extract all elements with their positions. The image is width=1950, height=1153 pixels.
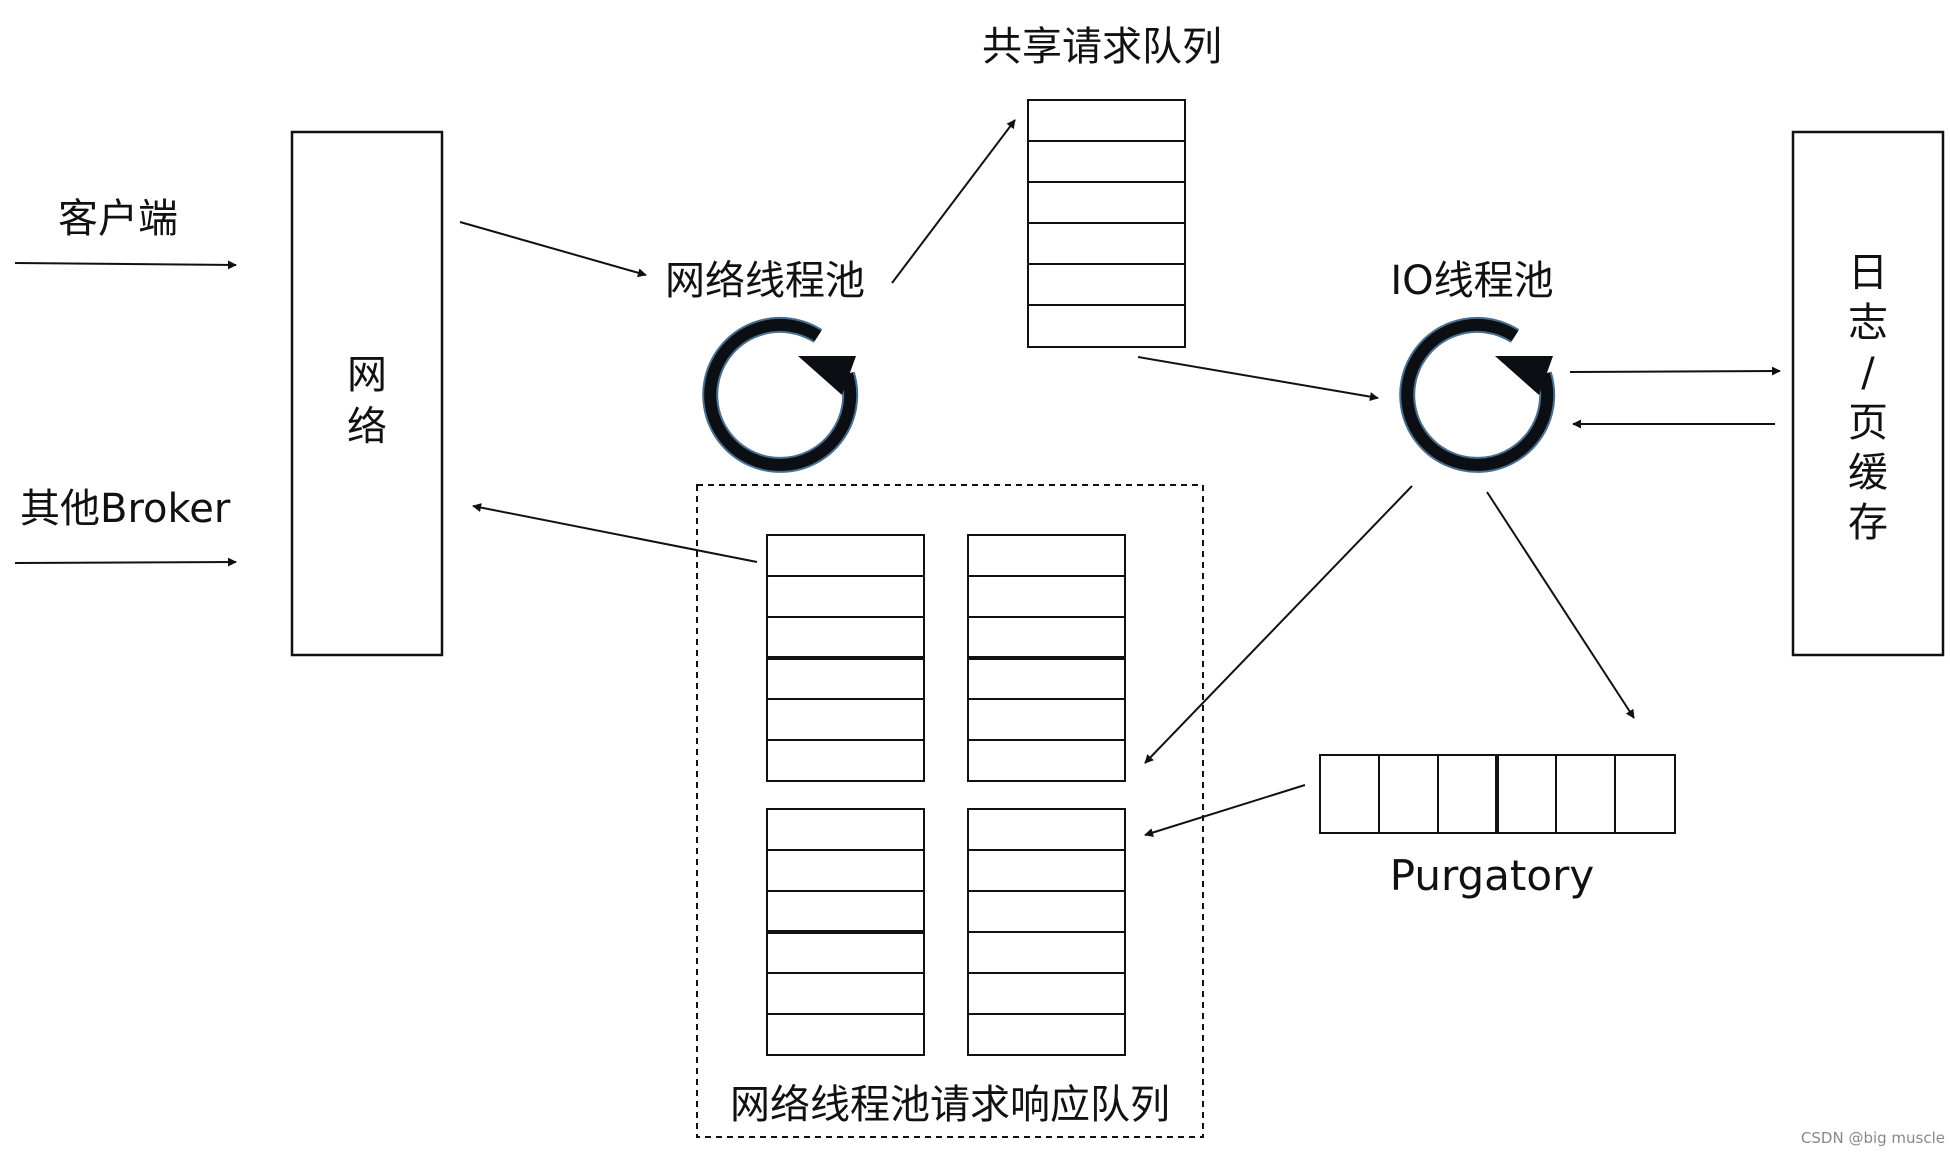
io-to-purgatory-arrow (1486, 491, 1635, 719)
response-queue-1 (766, 534, 925, 782)
response-queues-label: 网络线程池请求响应队列 (730, 1082, 1170, 1128)
purgatory-label: Purgatory (1390, 851, 1594, 900)
network-to-pool-arrow (459, 221, 647, 278)
client-label: 客户端 (58, 196, 178, 242)
log-cache-char-2: 志 (1848, 300, 1888, 346)
shared-queue-to-io-arrow (1137, 356, 1379, 402)
network-box: 网 络 (290, 130, 444, 657)
network-thread-pool-label: 网络线程池 (665, 258, 865, 304)
log-cache-char-5: 缓 (1848, 450, 1888, 496)
response-to-network-arrow (472, 503, 758, 563)
purgatory-to-response-queue-arrow (1144, 784, 1306, 837)
purgatory-queue (1319, 754, 1676, 834)
shared-request-queue-label: 共享请求队列 (982, 24, 1222, 70)
client-arrow (14, 260, 237, 270)
response-queue-3 (766, 808, 925, 1056)
io-pool-cycle-icon (1399, 316, 1556, 473)
other-broker-arrow (14, 557, 237, 567)
shared-request-queue (1027, 99, 1186, 348)
network-box-label-line1: 网 (347, 352, 387, 398)
watermark: CSDN @big muscle (1801, 1129, 1945, 1147)
io-thread-pool-label: IO线程池 (1390, 258, 1553, 304)
pool-to-shared-queue-arrow (891, 119, 1016, 284)
io-to-response-queue-arrow (1144, 485, 1413, 764)
response-queue-4 (967, 808, 1126, 1056)
log-page-cache-box: 日 志 / 页 缓 存 (1791, 130, 1945, 657)
log-cache-char-4: 页 (1848, 400, 1888, 446)
response-queue-group: 网络线程池请求响应队列 (696, 484, 1204, 1138)
network-pool-cycle-icon (702, 316, 859, 473)
io-to-log-cache-arrow (1569, 366, 1781, 376)
response-queue-2 (967, 534, 1126, 782)
network-box-label-line2: 络 (347, 404, 387, 450)
log-cache-char-3: / (1861, 350, 1875, 396)
log-cache-char-6: 存 (1848, 500, 1888, 546)
log-cache-char-1: 日 (1848, 250, 1888, 296)
other-broker-label: 其他Broker (20, 486, 231, 532)
